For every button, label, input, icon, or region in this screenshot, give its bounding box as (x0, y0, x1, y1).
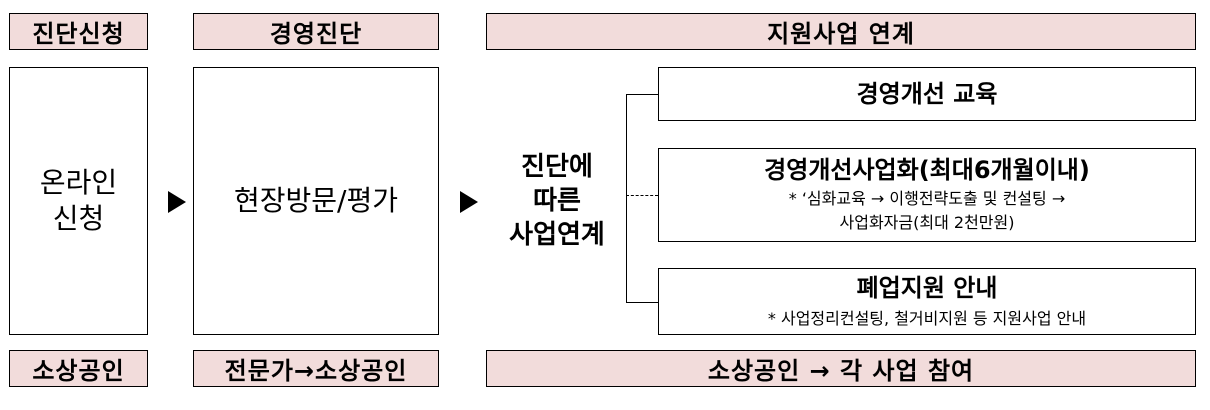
online-apply-box: 온라인 신청 (9, 67, 148, 335)
bracket-vertical-line (626, 94, 627, 302)
header-diagnosis: 경영진단 (193, 13, 439, 50)
header-program-link: 지원사업 연계 (486, 13, 1196, 50)
program-link-line1: 진단에 (521, 152, 593, 182)
program-education-title: 경영개선 교육 (856, 80, 998, 108)
site-visit-label: 현장방문/평가 (234, 184, 398, 217)
program-closure-title: 폐업지원 안내 (856, 273, 998, 302)
bracket-bottom-branch (626, 302, 658, 303)
program-closure-box: 폐업지원 안내 * 사업정리컨설팅, 철거비지원 등 지원사업 안내 (658, 268, 1196, 335)
bracket-middle-dashed (626, 195, 658, 196)
bracket-top-branch (626, 94, 658, 95)
program-commercialization-title: 경영개선사업화(최대6개월이내) (764, 156, 1090, 184)
online-apply-line1: 온라인 (39, 166, 118, 199)
footer-expert-to-business: 전문가→소상공인 (193, 350, 439, 387)
program-commercialization-detail-2: 사업화자금(최대 2천만원) (839, 213, 1015, 232)
header-apply: 진단신청 (9, 13, 148, 50)
program-commercialization-detail-1: * ‘심화교육 → 이행전략도출 및 컨설팅 → (788, 189, 1066, 208)
arrow-right-icon (460, 191, 478, 213)
footer-small-business: 소상공인 (9, 350, 148, 387)
program-link-label: 진단에 따른 사업연계 (492, 150, 622, 252)
online-apply-line2: 신청 (52, 202, 105, 235)
arrow-right-icon (168, 191, 186, 213)
program-education-box: 경영개선 교육 (658, 67, 1196, 121)
footer-participation: 소상공인 → 각 사업 참여 (486, 350, 1196, 387)
program-closure-detail: * 사업정리컨설팅, 철거비지원 등 지원사업 안내 (767, 308, 1087, 328)
program-link-line2: 따른 (533, 186, 581, 216)
site-visit-box: 현장방문/평가 (193, 67, 439, 335)
program-commercialization-box: 경영개선사업화(최대6개월이내) * ‘심화교육 → 이행전략도출 및 컨설팅 … (658, 148, 1196, 242)
program-link-line3: 사업연계 (509, 220, 605, 250)
